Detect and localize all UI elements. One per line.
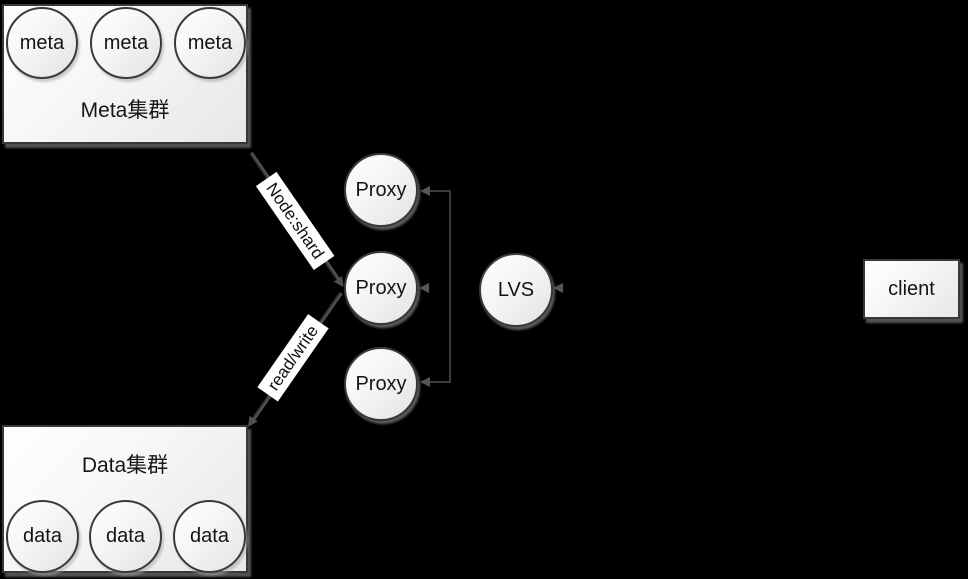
meta-node-circle: meta (174, 7, 246, 79)
meta-node-circle: meta (6, 7, 78, 79)
meta-node-label: meta (187, 31, 233, 54)
edge-label-read-write: read/write (257, 314, 329, 402)
proxy-node-circle: Proxy (344, 153, 418, 227)
data-cluster-title: Data集群 (81, 454, 169, 477)
meta-node-label: meta (103, 31, 149, 54)
proxy-node-label: Proxy (355, 178, 407, 201)
bracket-top-line (430, 190, 451, 192)
lvs-node-circle: LVS (479, 253, 553, 327)
lvs-node-label: LVS (497, 278, 535, 301)
meta-node-label: meta (19, 31, 65, 54)
client-box: client (863, 259, 960, 319)
proxy-node-label: Proxy (355, 276, 407, 299)
arrowhead-icon (420, 186, 430, 196)
arrowhead-icon (420, 377, 430, 387)
proxy-node-label: Proxy (355, 372, 407, 395)
data-node-circle: data (173, 500, 246, 573)
proxy-node-circle: Proxy (344, 347, 418, 421)
data-node-circle: data (89, 500, 162, 573)
data-node-label: data (106, 525, 145, 547)
data-node-circle: data (6, 500, 79, 573)
proxy-node-circle: Proxy (344, 251, 418, 325)
bracket-bottom-line (430, 381, 451, 383)
edge-label-node-shard: Node:shard (255, 171, 335, 271)
data-node-label: data (190, 525, 229, 547)
client-label: client (888, 277, 935, 300)
arrowhead-icon (419, 283, 429, 293)
arrowhead-icon (553, 283, 563, 293)
meta-cluster-title: Meta集群 (80, 99, 170, 122)
bracket-vertical-line (449, 190, 451, 383)
meta-node-circle: meta (90, 7, 162, 79)
data-node-label: data (23, 525, 62, 547)
data-cluster-box: Data集群 data data data (2, 425, 248, 573)
meta-cluster-box: meta meta meta Meta集群 (2, 4, 248, 144)
